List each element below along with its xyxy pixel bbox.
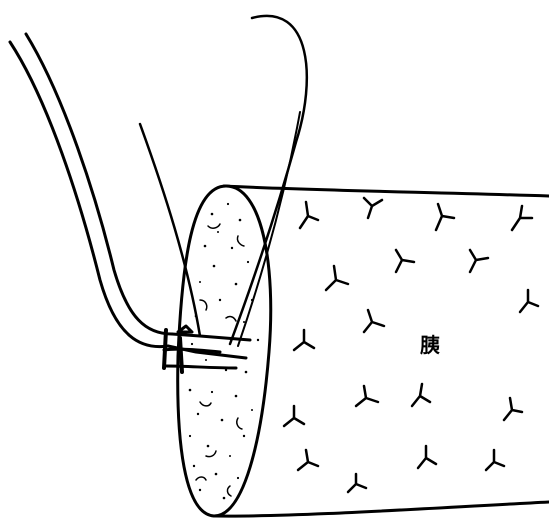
organ-label: 胰 [420,333,440,357]
pancreas-surface-markings [284,198,538,492]
